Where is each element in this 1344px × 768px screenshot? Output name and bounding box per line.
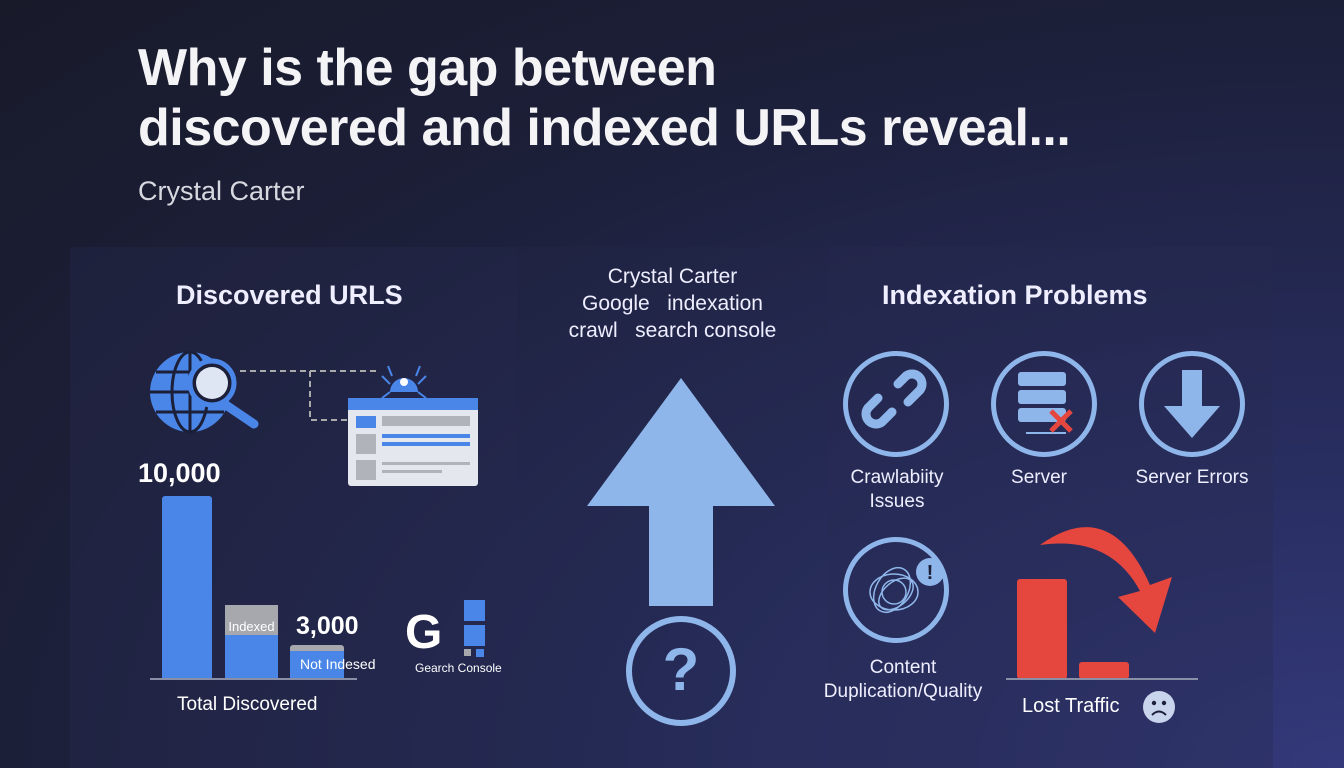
problem-server-errors: Server Errors — [1135, 467, 1249, 488]
question-icon: ? — [626, 616, 736, 726]
console-block — [476, 649, 484, 657]
axis-baseline — [150, 678, 357, 680]
not-indexed-label: Not Indesed — [300, 656, 376, 672]
console-block — [464, 600, 485, 621]
console-block — [464, 625, 485, 646]
up-arrow-icon — [587, 378, 775, 606]
lost-traffic-chart — [1006, 527, 1198, 680]
bar-indexed: Indexed — [225, 605, 278, 679]
bar-total — [162, 496, 212, 679]
tangled-content-icon: ! — [843, 537, 949, 643]
lost-traffic-label: Lost Traffic — [1022, 695, 1120, 717]
spider-bot-icon — [381, 365, 427, 399]
traffic-bar-before — [1017, 579, 1067, 679]
problems-title: Indexation Problems — [882, 280, 1148, 310]
webpage-icon — [348, 398, 478, 486]
indexed-label: Indexed — [225, 605, 278, 635]
broken-link-icon — [843, 351, 949, 457]
red-curved-arrow-icon — [1040, 527, 1172, 633]
server-error-icon — [991, 351, 1097, 457]
down-arrow-icon — [1139, 351, 1245, 457]
panel-problems — [828, 247, 1273, 768]
value-3000: 3,000 — [296, 612, 359, 640]
discovered-title: Discovered URLS — [176, 280, 403, 310]
search-console-logo-text: Gearch Console — [415, 661, 502, 675]
crawl-diagram — [240, 365, 478, 486]
bar-not-indexed — [290, 645, 344, 679]
problem-server: Server — [1011, 467, 1067, 488]
total-value: 10,000 — [138, 458, 221, 488]
axis-label: Total Discovered — [177, 694, 318, 715]
traffic-bar-after — [1079, 662, 1129, 679]
globe-search-icon — [150, 350, 259, 434]
console-block — [464, 649, 471, 656]
svg-text:!: ! — [927, 562, 934, 584]
sad-face-icon — [1143, 691, 1175, 723]
google-g-icon: G — [405, 606, 443, 659]
panel-discovered — [70, 247, 517, 768]
author: Crystal Carter — [138, 176, 305, 206]
